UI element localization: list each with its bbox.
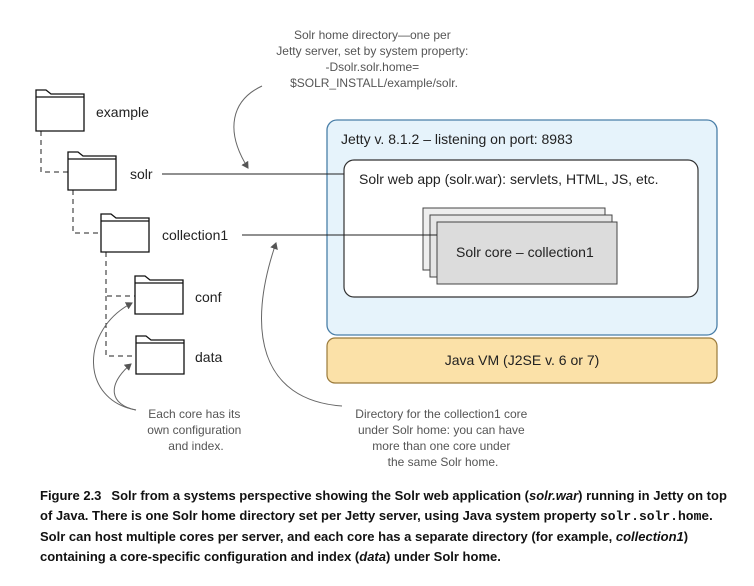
jvm-label: Java VM (J2SE v. 6 or 7)	[445, 352, 600, 368]
caption-text: . Solr can host multiple cores per serve…	[40, 508, 713, 544]
per-core-data-arrow	[113, 363, 137, 411]
diagram-canvas: Jetty v. 8.1.2 – listening on port: 8983…	[35, 28, 718, 469]
folder-conf-icon	[134, 275, 184, 315]
per-core-note: Each core has its own configuration and …	[147, 407, 244, 453]
core-label: Solr core – collection1	[456, 244, 594, 260]
caption-emphasis: data	[359, 549, 386, 564]
solr-home-note-line: Solr home directory—one per	[294, 28, 451, 42]
caption-text: ) running in Jetty on top of Java. There…	[40, 488, 727, 523]
solr-home-note-line: Jetty server, set by system property:	[276, 44, 468, 58]
jvm-box	[326, 337, 718, 384]
collection-dir-note-line: the same Solr home.	[388, 455, 499, 469]
per-core-note-line: Each core has its	[148, 407, 240, 421]
per-core-note-line: and index.	[168, 439, 223, 453]
solr-home-note: Solr home directory—one per Jetty server…	[276, 28, 471, 90]
caption-emphasis: collection1	[615, 529, 684, 544]
figure-number: Figure 2.3	[40, 488, 102, 503]
per-core-note-line: own configuration	[147, 423, 241, 437]
caption-emphasis: solr.war	[528, 488, 579, 503]
folder-data-label: data	[195, 349, 222, 365]
folders	[35, 89, 185, 375]
webapp-label: Solr web app (solr.war): servlets, HTML,…	[359, 171, 659, 187]
solr-home-note-line: -Dsolr.solr.home=	[325, 60, 419, 74]
folder-example-label: example	[96, 104, 149, 120]
solr-home-arrow	[233, 85, 263, 169]
jetty-label: Jetty v. 8.1.2 – listening on port: 8983	[341, 131, 573, 147]
caption-text: ) under Solr home.	[386, 549, 501, 564]
folder-data-icon	[135, 335, 185, 375]
collection-dir-note-line: more than one core under	[372, 439, 510, 453]
folder-solr-icon	[67, 151, 117, 191]
folder-conf-label: conf	[195, 289, 222, 305]
collection-dir-note-line: under Solr home: you can have	[358, 423, 525, 437]
callout-arrows	[93, 85, 343, 411]
figure-caption: Figure 2.3 Solr from a systems perspectiv…	[40, 486, 740, 567]
collection-dir-note: Directory for the collection1 core under…	[355, 407, 530, 469]
per-core-conf-arrow	[93, 302, 137, 411]
caption-text: Solr from a systems perspective showing …	[111, 488, 529, 503]
folder-example-icon	[35, 89, 85, 132]
mapping-lines	[162, 173, 437, 236]
core-box	[436, 221, 618, 285]
collection-dir-note-line: Directory for the collection1 core	[355, 407, 527, 421]
caption-code: solr.solr.home	[599, 509, 710, 524]
solr-home-note-line: $SOLR_INSTALL/example/solr.	[290, 76, 458, 90]
folder-solr-label: solr	[130, 166, 153, 182]
collection-dir-arrow	[260, 242, 343, 407]
caption-text: ) containing a core-specific configurati…	[40, 529, 689, 564]
folder-collection1-label: collection1	[162, 227, 228, 243]
folder-collection1-icon	[100, 213, 150, 253]
tree-connectors	[40, 131, 136, 357]
